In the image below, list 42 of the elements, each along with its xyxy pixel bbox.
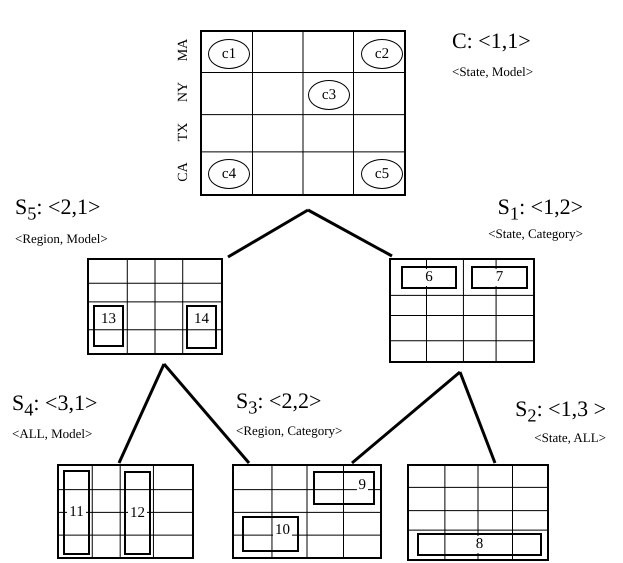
- cuboid-grid: [87, 258, 223, 355]
- connector-line: [458, 371, 496, 464]
- cuboid-grid: [407, 464, 549, 561]
- cell-group-frame: 7: [471, 266, 528, 289]
- cell-ellipse: c2: [361, 39, 403, 69]
- connector-line: [162, 363, 250, 464]
- dimension-label: <Region, Model>: [15, 231, 108, 247]
- connector-line: [351, 370, 461, 464]
- cell-group-frame: 13: [93, 305, 124, 347]
- dimension-label: <State, ALL>: [534, 430, 606, 446]
- cell-ellipse: c1: [208, 39, 250, 69]
- cuboid-title: S$_{5}$: <2,1>: [15, 194, 100, 224]
- cell-ellipse: c3: [308, 80, 350, 110]
- cuboid-grid: [389, 258, 535, 363]
- dimension-label: <State, Model>: [452, 64, 534, 80]
- dimension-label: <State, Category>: [488, 226, 583, 242]
- cell-ellipse: c5: [361, 159, 403, 189]
- row-label: MA: [176, 38, 192, 62]
- dimension-label: <Region, Category>: [236, 423, 342, 439]
- cuboid-title: S$_{4}$: <3,1>: [12, 390, 98, 420]
- dimension-label: <ALL, Model>: [12, 426, 92, 442]
- cell-group-frame: 14: [186, 305, 217, 349]
- connector-line: [307, 208, 393, 258]
- cell-group-frame: 9: [313, 471, 375, 505]
- cell-group-frame: 6: [401, 266, 457, 289]
- cell-group-frame: 12: [124, 471, 151, 555]
- cuboid-title: S$_{3}$: <2,2>: [236, 388, 322, 418]
- row-label: TX: [176, 122, 192, 144]
- cuboid-title: S$_{1}$: <1,2>: [498, 194, 583, 224]
- cell-ellipse: c4: [208, 159, 250, 189]
- cuboid-grid: [200, 30, 406, 196]
- row-label: CA: [176, 161, 192, 184]
- cell-group-frame: 10: [242, 516, 299, 552]
- row-label: NY: [176, 80, 192, 104]
- cell-group-frame: 11: [63, 470, 90, 555]
- cuboid-grid: [232, 464, 382, 559]
- cuboid-title: S$_{2}$: <1,3 >: [515, 396, 606, 426]
- cell-group-frame: 8: [417, 533, 542, 556]
- connector-line: [227, 208, 309, 258]
- cuboid-title: C: <1,1>: [452, 28, 531, 54]
- connector-line: [118, 363, 166, 464]
- cuboid-grid: [57, 464, 194, 559]
